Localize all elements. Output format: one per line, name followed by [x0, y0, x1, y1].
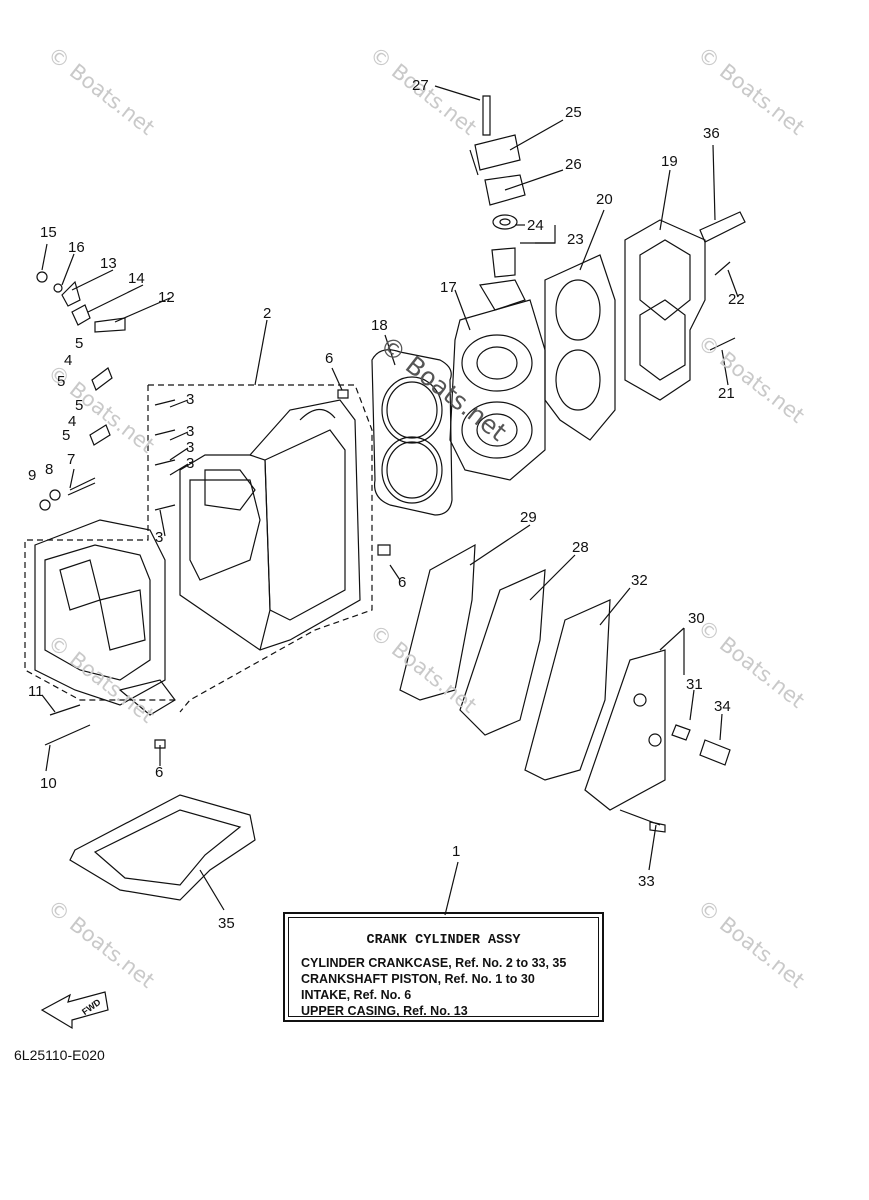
callout: 29 — [520, 509, 537, 526]
callout: 10 — [40, 775, 57, 792]
callout: 19 — [661, 153, 678, 170]
callout: 30 — [688, 610, 705, 627]
note-line: INTAKE, Ref. No. 6 — [301, 988, 412, 1002]
callout: 1 — [452, 843, 461, 860]
callout: 11 — [28, 683, 44, 700]
callout: 31 — [686, 676, 703, 693]
callout: 17 — [440, 279, 457, 296]
callout: 3 — [186, 439, 195, 456]
callout: 3 — [155, 529, 164, 546]
callout: 18 — [371, 317, 388, 334]
callout: 6 — [325, 350, 334, 367]
callout: 5 — [57, 373, 66, 390]
note-box-inner: CRANK CYLINDER ASSY CYLINDER CRANKCASE, … — [288, 917, 599, 1018]
callout: 26 — [565, 156, 582, 173]
callout: 22 — [728, 291, 745, 308]
callout: 25 — [565, 104, 582, 121]
callout: 27 — [412, 77, 429, 94]
diagram-code: 6L25110-E020 — [14, 1047, 105, 1063]
callout: 4 — [68, 413, 77, 430]
callout: 3 — [186, 423, 195, 440]
callout: 9 — [28, 467, 37, 484]
callout: 12 — [158, 289, 175, 306]
callout: 6 — [398, 574, 407, 591]
callout: 21 — [718, 385, 735, 402]
callout: 24 — [527, 217, 544, 234]
callout: 15 — [40, 224, 57, 241]
callout: 32 — [631, 572, 648, 589]
callout: 33 — [638, 873, 655, 890]
callout: 34 — [714, 698, 731, 715]
note-box: CRANK CYLINDER ASSY CYLINDER CRANKCASE, … — [283, 912, 604, 1022]
callout: 20 — [596, 191, 613, 208]
callout: 8 — [45, 461, 54, 478]
callout: 7 — [67, 451, 76, 468]
callout: 2 — [263, 305, 272, 322]
callout: 3 — [186, 391, 195, 408]
callout: 36 — [703, 125, 720, 142]
callout: 14 — [128, 270, 145, 287]
note-line: UPPER CASING, Ref. No. 13 — [301, 1004, 468, 1018]
note-line: CRANKSHAFT PISTON, Ref. No. 1 to 30 — [301, 972, 535, 986]
callout: 5 — [62, 427, 71, 444]
note-line: CYLINDER CRANKCASE, Ref. No. 2 to 33, 35 — [301, 956, 567, 970]
callout: 23 — [567, 231, 584, 248]
note-title: CRANK CYLINDER ASSY — [366, 933, 521, 948]
callout: 28 — [572, 539, 589, 556]
callout: 4 — [64, 352, 73, 369]
callout: 13 — [100, 255, 117, 272]
callout: 5 — [75, 397, 84, 414]
callout: 3 — [186, 455, 195, 472]
callout: 6 — [155, 764, 164, 781]
callout: 5 — [75, 335, 84, 352]
callout: 35 — [218, 915, 235, 932]
callout: 16 — [68, 239, 85, 256]
